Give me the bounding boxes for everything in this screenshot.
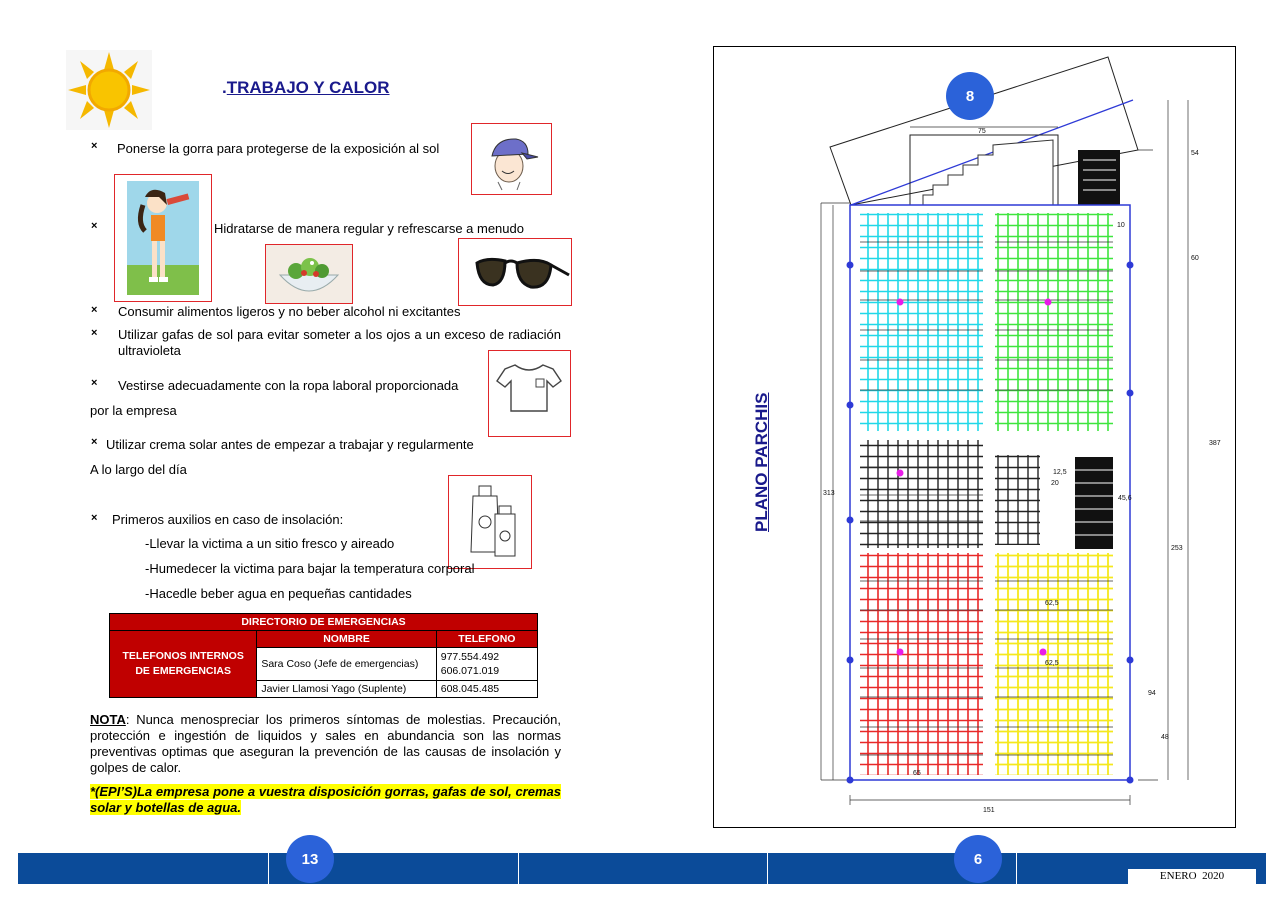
first-aid-step: -Llevar la victima a un sitio fresco y a… [145,536,395,551]
footer-divider [518,853,519,884]
bullet-icon: × [91,327,98,339]
bullet-icon: × [91,377,98,389]
drinking-girl-image [114,174,212,302]
list-item: Consumir alimentos ligeros y no beber al… [118,304,461,319]
page-title: .TRABAJO Y CALOR [222,78,390,98]
emergency-directory: DIRECTORIO DE EMERGENCIAS TELEFONOS INTE… [108,613,539,698]
plan-label-45-6: 45,6 [1118,495,1132,502]
table-cell: Sara Coso (Jefe de emergencias) [256,647,437,681]
title-text: TRABAJO Y CALOR [226,78,390,97]
list-item: Ponerse la gorra para protegerse de la e… [117,141,440,156]
salad-image [265,244,353,304]
bullet-icon: × [91,140,98,152]
note-text: : Nunca menospreciar los primeros síntom… [90,712,561,775]
plan-label-387: 387 [1209,440,1221,447]
bullet-icon: × [91,436,98,448]
page-number-left: 13 [286,835,334,883]
directory-col-name: NOMBRE [256,630,437,648]
plan-title-text: PLANO PARCHIS [752,392,771,532]
bullet-icon: × [91,512,98,524]
plan-badge: 8 [946,72,994,120]
footer-bar [18,853,1266,884]
highlight-text: *(EPI’S)La empresa pone a vuestra dispos… [90,784,561,815]
footer-divider [767,853,768,884]
bullet-icon: × [91,304,98,316]
directory-col-phone: TELEFONO [435,630,539,648]
plan-label-75: 75 [978,128,986,135]
page-number-right: 6 [954,835,1002,883]
plan-label-48: 48 [1161,734,1169,741]
cap-image [471,123,552,195]
title-dot: . [222,78,227,97]
phone: 606.071.019 [440,665,500,677]
list-item: Vestirse adecuadamente con la ropa labor… [118,378,459,393]
sun-icon [66,50,152,130]
list-item-continuation: A lo largo del día [90,462,187,477]
list-item-continuation: por la empresa [90,403,177,418]
plan-frame [713,46,1236,828]
plan-label-12-5: 12,5 [1053,469,1067,476]
footer-divider [1016,853,1017,884]
bullet-icon: × [91,220,98,232]
plan-label-60: 60 [1191,255,1199,262]
plan-label-10: 10 [1117,222,1125,229]
table-row: Sara Coso (Jefe de emergencias) 977.554.… [110,647,539,681]
plan-label-313: 313 [823,490,835,497]
plan-label-65: 65 [913,770,921,777]
plan-label-151: 151 [983,807,995,814]
note-paragraph: NOTA: Nunca menospreciar los primeros sí… [90,712,561,776]
plan-title: PLANO PARCHIS [752,393,772,532]
directory-title: DIRECTORIO DE EMERGENCIAS [109,613,538,631]
first-aid-step: -Humedecer la victima para bajar la temp… [145,561,475,576]
table-cell: Javier Llamosi Yago (Suplente) [256,680,437,698]
plan-label-94: 94 [1148,690,1156,697]
plan-label-54: 54 [1191,150,1199,157]
epi-highlight: *(EPI’S)La empresa pone a vuestra dispos… [90,784,561,816]
list-item: Utilizar gafas de sol para evitar somete… [118,327,561,358]
sunglasses-image [458,238,572,306]
plan-label-62-5: 62,5 [1045,600,1059,607]
plan-label-62-5: 62,5 [1045,660,1059,667]
footer-divider [268,853,269,884]
floor-plan: 75 54 60 387 313 253 94 48 151 12,5 20 4… [820,56,1221,814]
directory-row-header: TELEFONOS INTERNOS DE EMERGENCIAS [108,630,258,698]
list-item: Utilizar crema solar antes de empezar a … [106,437,474,452]
footer-date: ENERO 2020 [1128,869,1256,884]
table-cell: 608.045.485 [435,680,539,698]
list-item: Primeros auxilios en caso de insolación: [112,512,344,527]
first-aid-step: -Hacedle beber agua en pequeñas cantidad… [145,586,412,601]
phone: 977.554.492 [440,651,500,663]
tshirt-image [488,350,571,437]
plan-label-253: 253 [1171,545,1183,552]
note-label: NOTA [90,712,126,727]
list-item: Hidratarse de manera regular y refrescar… [214,221,524,236]
plan-label-20: 20 [1051,480,1059,487]
table-row: Javier Llamosi Yago (Suplente) 608.045.4… [110,680,539,698]
sunscreen-image [448,475,532,569]
table-cell: 977.554.492 606.071.019 [435,647,539,681]
